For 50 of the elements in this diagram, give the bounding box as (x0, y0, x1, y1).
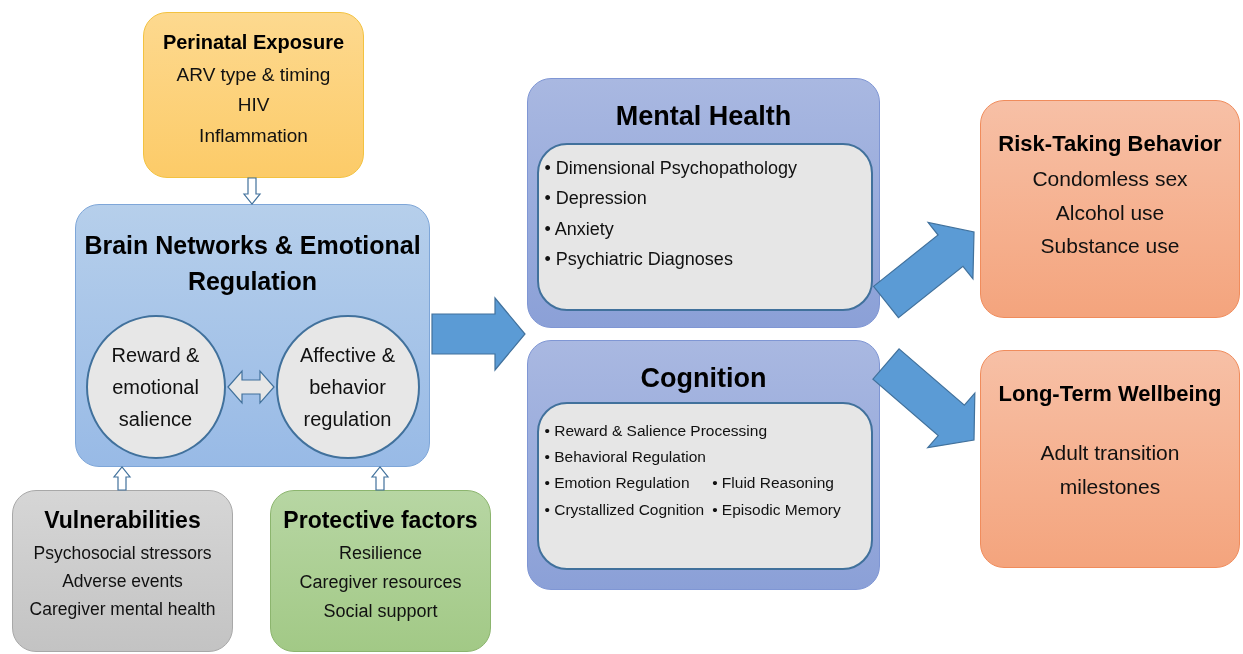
brain-networks-box (75, 204, 430, 467)
hollow-arrow (370, 466, 390, 491)
list-item: • Reward & Salience Processing (544, 420, 768, 441)
box-title: Risk-Taking Behavior (998, 131, 1222, 157)
box-text: Inflammation (199, 123, 308, 148)
factor-box (270, 490, 491, 652)
list-item: • Emotion Regulation (544, 473, 690, 494)
box-title: Perinatal Exposure (162, 31, 345, 54)
ellipse-label: Reward & emotional salience (110, 342, 201, 432)
box-text: Resilience (338, 542, 422, 566)
list-panel (536, 142, 873, 311)
box-text: Caregiver resources (299, 571, 462, 595)
list-item: • Psychiatric Diagnoses (544, 248, 733, 272)
list-item: • Fluid Reasoning (712, 473, 834, 494)
box-title: Long-Term Wellbeing (998, 381, 1222, 407)
box-text: Psychosocial stressors (33, 542, 212, 566)
box-text: Substance use (1040, 233, 1180, 260)
list-item: • Dimensional Psychopathology (544, 156, 797, 180)
list-item: • Crystallized Cognition (544, 499, 705, 520)
box-title: Protective factors (283, 507, 478, 534)
list-item: • Episodic Memory (712, 499, 841, 520)
box-text: Alcohol use (1055, 199, 1165, 226)
list-item: • Behavioral Regulation (544, 446, 706, 467)
list-panel (536, 401, 873, 570)
factor-box (12, 490, 233, 652)
outcome-panel (527, 340, 880, 590)
outcome-box (980, 100, 1240, 318)
double-arrow (227, 369, 275, 405)
ellipse-label: Affective & behavior regulation (298, 342, 397, 432)
box-title: Cognition (640, 362, 767, 395)
box-title: Vulnerabilities (44, 507, 201, 534)
factor-box (143, 12, 364, 178)
box-text: Adult transition milestones (1039, 440, 1181, 500)
box-text: Condomless sex (1032, 166, 1188, 193)
box-text: HIV (237, 93, 270, 118)
box-text: Caregiver mental health (29, 598, 216, 622)
box-text: Adverse events (62, 570, 183, 594)
outcome-panel (527, 78, 880, 328)
hollow-arrow (112, 466, 132, 491)
list-item: • Depression (544, 187, 647, 211)
block-arrow (872, 348, 976, 449)
box-title: Brain Networks & Emotional Regulation (83, 230, 422, 298)
block-arrow (872, 221, 975, 319)
box-text: ARV type & timing (176, 63, 331, 87)
box-text: Social support (323, 600, 438, 624)
block-arrow (431, 296, 526, 372)
list-item: • Anxiety (544, 217, 614, 241)
outcome-box (980, 350, 1240, 568)
hollow-arrow (242, 177, 262, 205)
box-title: Mental Health (615, 100, 792, 133)
